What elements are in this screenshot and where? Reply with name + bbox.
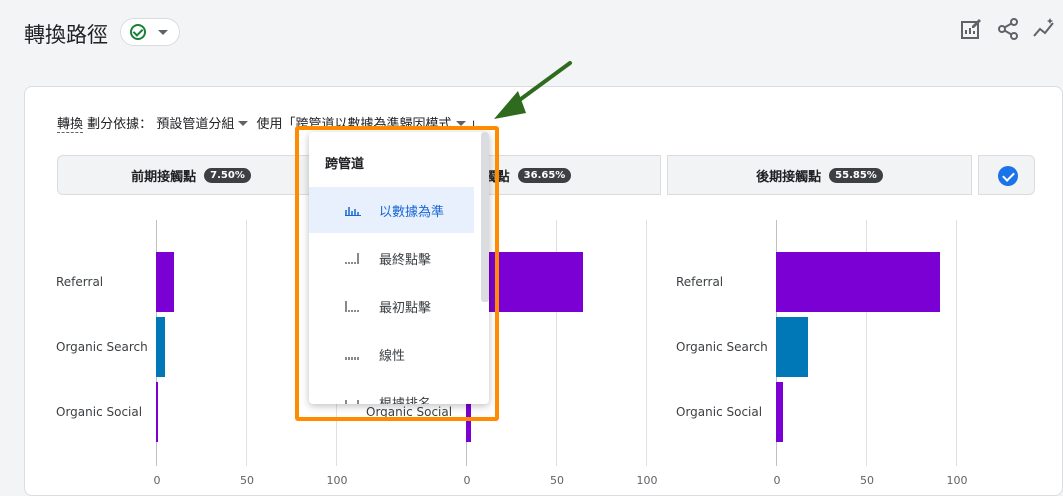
annotation-arrow-icon [494, 61, 572, 119]
highlight-box [295, 126, 499, 421]
chart-gridline [866, 220, 867, 466]
stage-label: 後期接觸點 [756, 169, 822, 185]
channel-group-label: 預設管道分組 [156, 117, 235, 132]
status-dropdown[interactable] [120, 18, 180, 46]
edit-report-icon[interactable] [958, 16, 984, 42]
menu-item-label: 最終點擊 [379, 252, 432, 268]
check-circle-icon [998, 166, 1018, 186]
chart-tick-label: 50 [860, 474, 874, 487]
data-driven-icon [345, 207, 361, 216]
menu-item-position-based[interactable]: 根據排名 [309, 379, 474, 404]
chart-bar[interactable] [776, 252, 940, 312]
first-click-icon [345, 301, 359, 312]
channel-group-dropdown[interactable]: 預設管道分組 [156, 117, 252, 132]
chart-gridline [646, 220, 647, 466]
chart-bar[interactable] [156, 382, 158, 442]
stage-label: 前期接觸點 [131, 169, 197, 185]
menu-item-label: 最初點擊 [379, 300, 432, 316]
chart-tick-label: 0 [773, 474, 781, 487]
chart-category-label: Referral [56, 275, 104, 289]
menu-item-label: 根據排名 [379, 396, 432, 405]
chart-category-label: Organic Search [676, 340, 768, 354]
use-label: 使用 [256, 117, 283, 132]
stage-percent-badge: 55.85% [829, 167, 883, 183]
stage-conversion[interactable] [978, 155, 1035, 195]
chart-category-label: Organic Search [56, 340, 148, 354]
menu-scrollbar[interactable] [481, 132, 489, 302]
stage-late[interactable]: 後期接觸點 55.85% [667, 155, 972, 195]
insights-icon[interactable] [1031, 16, 1057, 42]
stage-early[interactable]: 前期接觸點 7.50% [57, 155, 325, 195]
chart-tick-label: 0 [463, 474, 471, 487]
chart-tick-label: 0 [153, 474, 161, 487]
menu-item-first-click[interactable]: 最初點擊 [309, 283, 474, 329]
check-circle-icon [130, 24, 146, 40]
chevron-down-icon [158, 30, 168, 35]
chart-tick-label: 50 [550, 474, 564, 487]
stage-percent-badge: 7.50% [204, 167, 251, 183]
chart-category-label: Organic Social [676, 405, 763, 419]
chart-bar[interactable] [466, 382, 472, 442]
chart-tick-label: 50 [240, 474, 254, 487]
chart-tick-label: 100 [636, 474, 658, 487]
chart-category-label: Organic Social [56, 405, 143, 419]
menu-item-label: 線性 [379, 348, 406, 364]
menu-item-label: 以數據為準 [379, 204, 445, 220]
chart-gridline [956, 220, 957, 466]
menu-item-last-click[interactable]: 最終點擊 [309, 235, 474, 281]
breakdown-label: 劃分依據： [87, 117, 153, 132]
chart-tick-label: 100 [946, 474, 968, 487]
chart-category-label: Organic Social [366, 405, 453, 419]
chart-gridline [556, 220, 557, 466]
chart-bar[interactable] [156, 317, 165, 377]
page-header: 轉換路徑 [0, 0, 1063, 64]
chart-bar[interactable] [776, 382, 784, 442]
chart-category-label: Referral [676, 275, 724, 289]
page-title: 轉換路徑 [24, 23, 108, 47]
attribution-model-menu: 跨管道 以數據為準 最終點擊 最初點擊 線性 根據排名 [309, 132, 489, 404]
share-icon[interactable] [995, 16, 1021, 42]
conversion-selector[interactable]: 轉換 [57, 117, 84, 133]
menu-item-linear[interactable]: 線性 [309, 331, 474, 377]
stage-percent-badge: 36.65% [517, 167, 572, 183]
menu-item-data-driven[interactable]: 以數據為準 [309, 187, 474, 233]
last-click-icon [345, 253, 359, 264]
chart-gridline [246, 220, 247, 466]
chart-bar[interactable] [776, 317, 809, 377]
chart-bar[interactable] [156, 252, 174, 312]
menu-heading: 跨管道 [325, 157, 365, 172]
linear-icon [345, 357, 359, 360]
chart-tick-label: 100 [326, 474, 348, 487]
